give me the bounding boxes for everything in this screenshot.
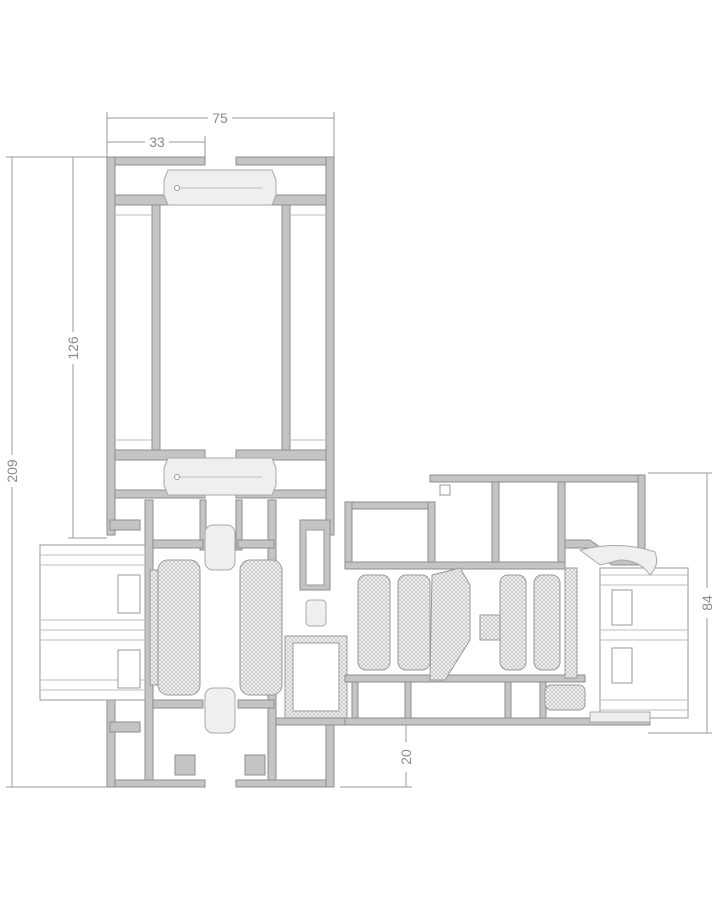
- thermal-break-gasket-bottom: [163, 457, 277, 496]
- insulation-core-left: [149, 524, 283, 734]
- dimension-label-84: 84: [699, 595, 715, 611]
- thermal-break-gasket-top: [163, 169, 277, 206]
- dimension-label-209: 209: [4, 459, 20, 483]
- weather-seal-gasket: [578, 544, 658, 723]
- dimension-label-126: 126: [65, 336, 81, 360]
- dimension-label-75: 75: [212, 110, 228, 126]
- dimension-label-33: 33: [149, 134, 165, 150]
- middle-connector-profile: [275, 519, 402, 726]
- thermal-chambers-frame: [357, 567, 586, 711]
- glazing-unit-left: [39, 544, 146, 701]
- dimension-sill-offset: 20: [340, 725, 414, 788]
- upper-mullion-profile: [106, 156, 335, 536]
- dimension-label-20: 20: [398, 749, 414, 765]
- dimension-half-width: 33: [107, 134, 206, 157]
- dimension-overall-width: 75: [106, 110, 335, 157]
- dimension-upper-height: 126: [65, 157, 107, 539]
- dimension-total-height: 209: [4, 156, 107, 788]
- glazing-unit-right: [599, 567, 689, 719]
- dimension-sash-height: 84: [648, 472, 715, 734]
